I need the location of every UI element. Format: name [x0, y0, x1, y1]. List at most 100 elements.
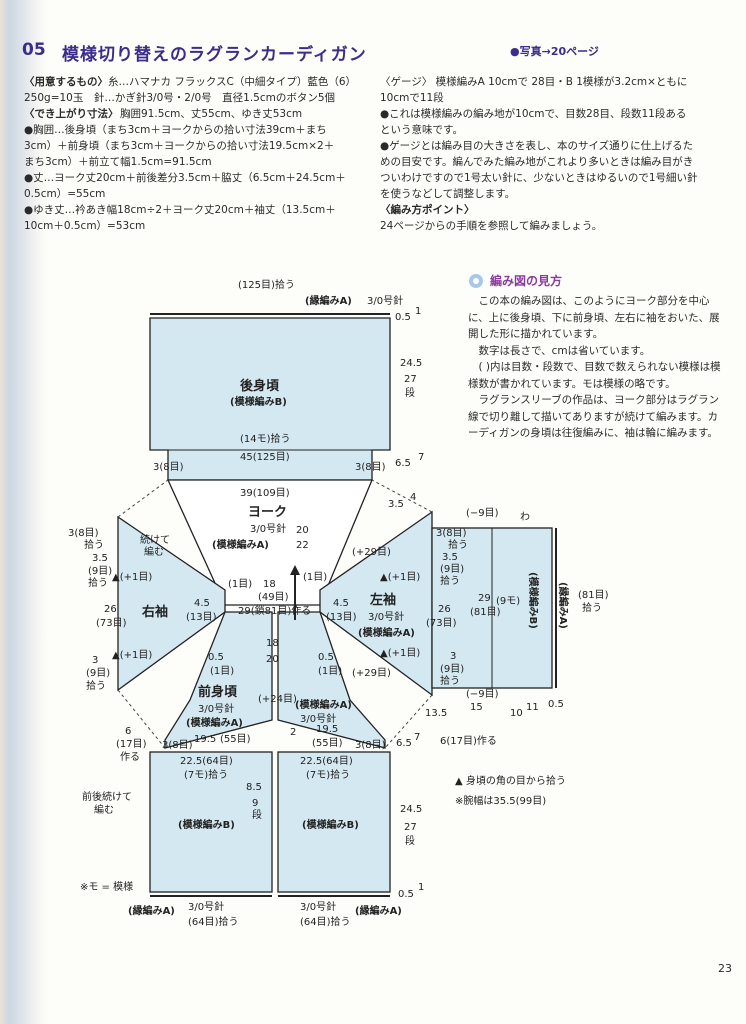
front-side-unit: 段 — [252, 808, 262, 821]
gusset-right-label: 3(8目) — [355, 462, 386, 473]
left-pick-3: 拾う — [440, 674, 460, 687]
continue-label: 続けて — [140, 533, 170, 546]
front-edge-h: 0.5 — [398, 889, 414, 900]
front-right-body-shape — [277, 751, 391, 893]
neck-depth: 18 — [266, 638, 279, 649]
left-cuff-h: 3.5 — [442, 552, 458, 563]
front-left-pick: (64目)拾う — [188, 915, 239, 928]
right-pick-3: 拾う — [86, 679, 106, 692]
cuff-round-label: わ — [520, 511, 530, 523]
front-right-pick: (64目)拾う — [300, 915, 351, 928]
gauge-note-5: ついわけですので1号太い針に、少ないときはゆるいので1号細い針 — [380, 172, 698, 184]
left-pick-2: 拾う — [440, 574, 460, 587]
back-side-height: 6.5 — [395, 458, 411, 469]
left-inc-bottom: ▲(+1目) — [380, 648, 420, 659]
gauge-note-4: めの目安です。編んでみた編み地がこれより多いときは編み目がき — [380, 156, 694, 168]
front-cast-w: 6 — [125, 726, 131, 737]
back-width-label: 45(125目) — [240, 452, 290, 463]
guide-block: 編み図の見方 この本の編み図は、このようにヨーク部分を中心に、上に後身頃、下に前… — [468, 272, 728, 442]
front-rows-unit: 段 — [405, 834, 415, 847]
cuff-length: 29 — [478, 593, 491, 604]
gusset-left-label: 3(8目) — [153, 462, 184, 473]
dashed-guide-1 — [117, 479, 169, 518]
back-body-pattern: (模様編みB) — [230, 395, 287, 408]
front-pick-right: (7モ)拾う — [306, 768, 350, 781]
materials-yarn: 糸…ハマナカ フラックスC（中細タイプ）藍色（6） — [108, 76, 357, 88]
front-needle-right: 3/0号針 — [300, 712, 336, 725]
front-length: 24.5 — [400, 804, 422, 815]
right-pick-1: 拾う — [84, 538, 104, 551]
page-number: 23 — [718, 962, 732, 975]
front-one-st-right: (1目) — [318, 666, 342, 677]
front-right-needle: 3/0号針 — [300, 900, 336, 913]
dashed-guide-3 — [117, 689, 166, 749]
right-pick-2: 拾う — [88, 576, 108, 589]
materials-heading: 〈用意するもの〉 — [24, 76, 108, 88]
gauge-block: 〈ゲージ〉 模様編みA 10cmで 28目・B 1模様が3.2cm×ともに 10… — [380, 74, 698, 234]
left-sleeve-sts: (73目) — [426, 618, 457, 629]
yoke-diff-rows: 4 — [410, 492, 416, 503]
front-right-pattern-b: (模様編みB) — [302, 818, 359, 831]
chest-line-3: まち3cm）＋前立て幅1.5cm=91.5cm — [24, 156, 212, 168]
front-right-gusset: 3(8目) — [355, 740, 386, 751]
gauge-note-2: という意味です。 — [380, 124, 463, 136]
knit-label: 編む — [144, 545, 164, 558]
right-cuff-h: 3.5 — [92, 553, 108, 564]
left-inc-top: ▲(+1目) — [380, 572, 420, 583]
length-line-2: 0.5cm）=55cm — [24, 188, 106, 200]
front-needle-left: 3/0号針 — [198, 702, 234, 715]
cuff-sts: (81目) — [470, 607, 501, 618]
flower-icon — [469, 273, 483, 288]
right-sleeve-len: 26 — [104, 604, 117, 615]
front-yoke-w-right: 0.5 — [318, 652, 334, 663]
front-w-right: 19.5 — [316, 724, 338, 735]
cuff-pick-sts: (81目) — [578, 590, 609, 601]
gauge-note-3: ●ゲージとは編み目の大きさを表し、本のサイズ通りに仕上げるた — [380, 140, 694, 152]
front-right-edge: (縁編みA) — [355, 904, 402, 917]
front-pick-left: (7モ)拾う — [184, 768, 228, 781]
front-body-w-left: 22.5(64目) — [180, 756, 233, 767]
chest-line-2: 3cm）＋前身頃（まち3cm＋ヨークからの拾い寸法19.5cm×2＋ — [24, 140, 335, 152]
right-sleeve-sts: (73目) — [96, 618, 127, 629]
right-inc-bottom: ▲(+1目) — [112, 650, 152, 661]
front-side-h: 8.5 — [246, 782, 262, 793]
materials-block: 〈用意するもの〉糸…ハマナカ フラックスC（中細タイプ）藍色（6） 250g=1… — [24, 74, 356, 234]
knitting-diagram: (125目)拾う (縁編みA) 3/0号針 0.5 1 24.5 27 段 後身… — [68, 278, 609, 928]
book-spine-shadow — [0, 0, 48, 1024]
front-side-rows: 9 — [252, 798, 258, 809]
yoke-pattern: (模様編みA) — [212, 538, 269, 551]
back-edge-rows: 1 — [415, 306, 421, 317]
front-cast-sts: (17目) — [116, 739, 147, 750]
pattern-abbr-note: ※モ = 模様 — [80, 880, 133, 893]
cuff-dec-top: (−9目) — [466, 508, 499, 519]
neck-sts-label: (49目) — [258, 592, 289, 603]
right-bottom-sts: (9目) — [86, 668, 110, 679]
left-sleeve-title: 左袖 — [370, 592, 396, 608]
front-one-st-left: (1目) — [210, 666, 234, 677]
arrow-head-icon — [290, 565, 300, 575]
front-yoke-increase: (+29目) — [352, 668, 391, 679]
knitting-point-text: 24ページからの手順を参照して編みましょう。 — [380, 220, 603, 232]
yoke-width-label: 39(109目) — [240, 488, 290, 499]
front-cast-right: 6(17目)作る — [440, 735, 497, 747]
back-top-pick-label: (125目)拾う — [238, 278, 295, 291]
yoke-increase-label: (+29目) — [352, 547, 391, 558]
triangle-note: ▲ 身頃の角の目から拾う — [455, 774, 566, 787]
sleeve-width-note: ※腕幅は35.5(99目) — [455, 794, 546, 807]
back-edge-label: (縁編みA) — [305, 294, 352, 307]
back-needle-label: 3/0号針 — [367, 294, 403, 307]
front-body-title: 前身頃 — [198, 684, 238, 700]
left-pick-1: 拾う — [448, 538, 468, 551]
yoke-diff-height: 3.5 — [388, 499, 404, 510]
guide-paragraph-2: 数字は長さで、cmは省いています。 — [478, 344, 651, 357]
sleeve-edge-h: 0.5 — [548, 699, 564, 710]
front-continue-1: 前後続けて — [82, 790, 132, 803]
right-sleeve-title: 右袖 — [141, 604, 168, 620]
front-pattern-right: (模様編みA) — [295, 698, 352, 711]
length-line-1: ●丈…ヨーク丈20cm＋前後差分3.5cm＋脇丈（6.5cm＋24.5cm＋ — [24, 172, 346, 184]
yoke-height: 20 — [296, 525, 309, 536]
back-body-title: 後身頃 — [240, 378, 280, 394]
front-left-gusset: 3(8目) — [162, 740, 193, 751]
right-cuff-sts: (9目) — [88, 566, 112, 577]
back-rows-unit: 段 — [405, 386, 415, 399]
